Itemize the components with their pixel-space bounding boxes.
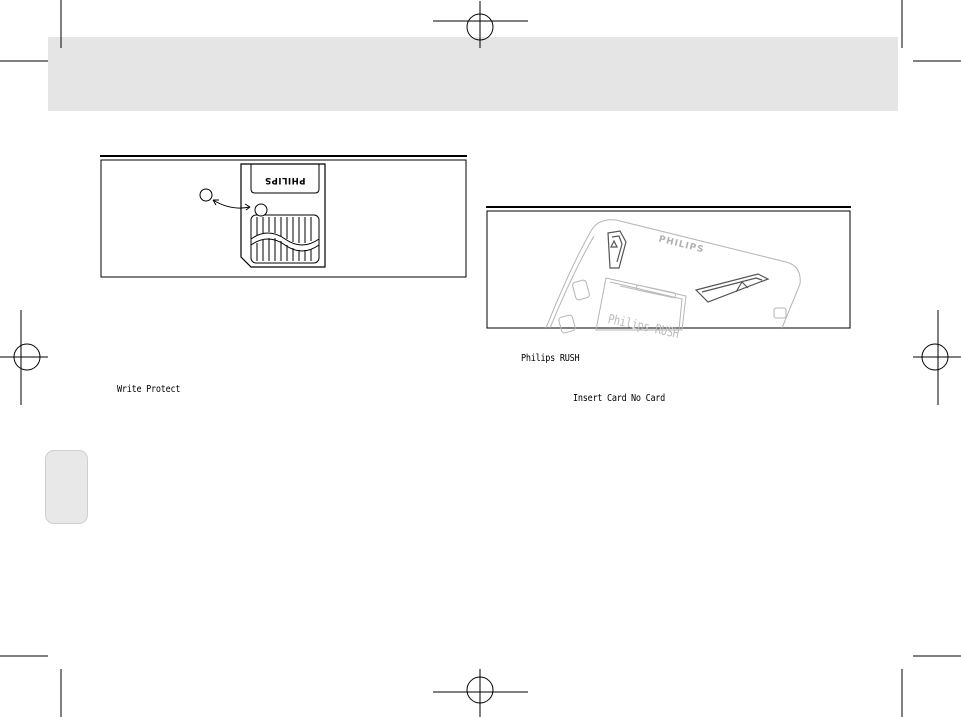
write-protect-text: Write Protect: [117, 384, 181, 395]
write-protect-spot-target: [199, 188, 213, 202]
header-band: [48, 37, 898, 111]
card-slot-left: [607, 230, 627, 269]
insert-card-text: Insert Card: [573, 393, 627, 404]
registration-mark-top: [433, 1, 528, 48]
figure-card-write-protect: PHILIPS: [100, 155, 467, 279]
registration-mark-left: [0, 310, 48, 405]
registration-mark-right: [913, 310, 961, 405]
registration-mark-bottom: [433, 669, 528, 717]
language-side-tab: [45, 450, 88, 524]
no-card-text: No Card: [631, 393, 666, 404]
contact-pad: [250, 214, 320, 264]
card-brand-label: PHILIPS: [264, 175, 306, 185]
write-protect-spot: [254, 203, 268, 217]
philips-rush-text: Philips RUSH: [521, 353, 580, 364]
card-slot-right: [694, 273, 770, 303]
figure-card-insert: PHILIPS Philips RUSH: [486, 206, 851, 342]
